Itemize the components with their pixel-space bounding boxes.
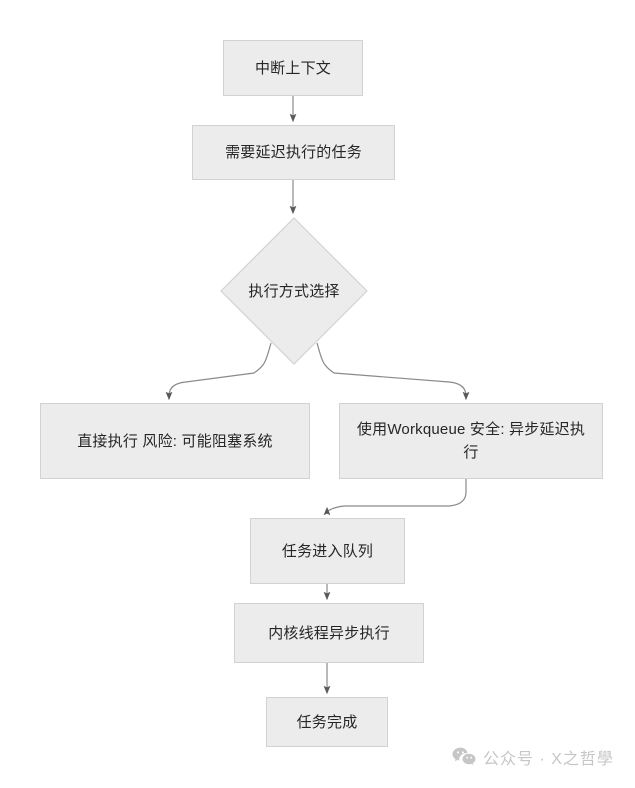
- node-deferred-task[interactable]: 需要延迟执行的任务: [192, 125, 395, 180]
- node-label: 使用Workqueue 安全: 异步延迟执行: [356, 421, 586, 461]
- node-task-done[interactable]: 任务完成: [266, 697, 388, 747]
- node-label: 执行方式选择: [248, 282, 340, 300]
- node-use-workqueue[interactable]: 使用Workqueue 安全: 异步延迟执行: [339, 403, 603, 479]
- node-label: 任务进入队列: [281, 542, 374, 560]
- diamond-shape-icon: [220, 217, 368, 365]
- node-label: 任务完成: [296, 713, 358, 731]
- watermark-text: 公众号 · X之哲學: [483, 751, 614, 768]
- watermark: 公众号 · X之哲學: [452, 745, 614, 769]
- edge-choice-to-direct: [165, 342, 272, 401]
- node-interrupt-context[interactable]: 中断上下文: [223, 40, 363, 96]
- node-label: 中断上下文: [254, 59, 331, 77]
- node-label: 直接执行 风险: 可能阻塞系统: [77, 432, 273, 450]
- edge-choice-to-workqueue: [316, 342, 470, 401]
- node-task-enqueue[interactable]: 任务进入队列: [250, 518, 405, 584]
- node-label: 需要延迟执行的任务: [225, 144, 362, 161]
- node-direct-exec[interactable]: 直接执行 风险: 可能阻塞系统: [40, 403, 310, 479]
- node-exec-choice-decision[interactable]: 执行方式选择: [220, 217, 368, 365]
- node-label: 内核线程异步执行: [268, 624, 390, 642]
- wechat-logo-icon: [452, 747, 476, 765]
- node-kernel-thread-exec[interactable]: 内核线程异步执行: [234, 603, 424, 663]
- edge-workqueue-to-enqueue: [323, 479, 467, 516]
